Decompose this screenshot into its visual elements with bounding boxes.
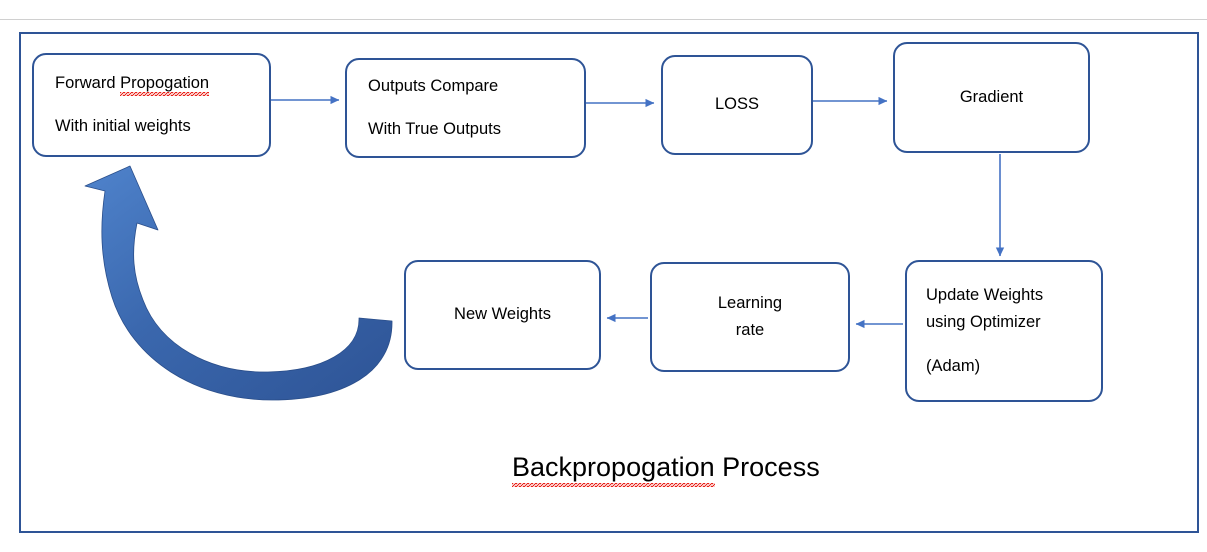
node-update-line-3: (Adam)	[926, 356, 981, 375]
diagram-title: Backpropogation Process	[512, 452, 820, 487]
node-forward-line-2: With initial weights	[55, 117, 191, 135]
node-update-line-1: Update Weights	[926, 286, 1044, 305]
spellcheck-backpropogation: Backpropogation	[512, 452, 715, 487]
node-outputs-compare[interactable]: Outputs Compare With True Outputs	[345, 58, 586, 158]
node-loss[interactable]: LOSS	[661, 55, 813, 155]
node-forward-propogation[interactable]: Forward Propogation With initial weights	[32, 53, 271, 157]
node-update-weights[interactable]: Update Weights using Optimizer (Adam)	[905, 260, 1103, 402]
node-learning-line-2: rate	[735, 321, 765, 339]
spellcheck-propogation: Propogation	[120, 73, 210, 97]
node-learning-line-1: Learning	[717, 293, 783, 312]
diagram-frame	[19, 32, 1199, 533]
node-loss-label: LOSS	[714, 95, 760, 114]
node-gradient-label: Gradient	[959, 87, 1024, 106]
node-learning-rate[interactable]: Learning rate	[650, 262, 850, 372]
node-new-weights-label: New Weights	[454, 305, 551, 324]
node-new-weights[interactable]: New Weights	[404, 260, 601, 370]
node-forward-line-1: Forward Propogation	[55, 73, 210, 97]
node-outputs-line-2: With True Outputs	[368, 120, 501, 138]
page-top-rule	[0, 19, 1207, 20]
node-outputs-line-1: Outputs Compare	[368, 76, 499, 95]
diagram-title-rest: Process	[714, 452, 820, 482]
node-gradient[interactable]: Gradient	[893, 42, 1090, 153]
node-update-line-2: using Optimizer	[926, 313, 1041, 332]
